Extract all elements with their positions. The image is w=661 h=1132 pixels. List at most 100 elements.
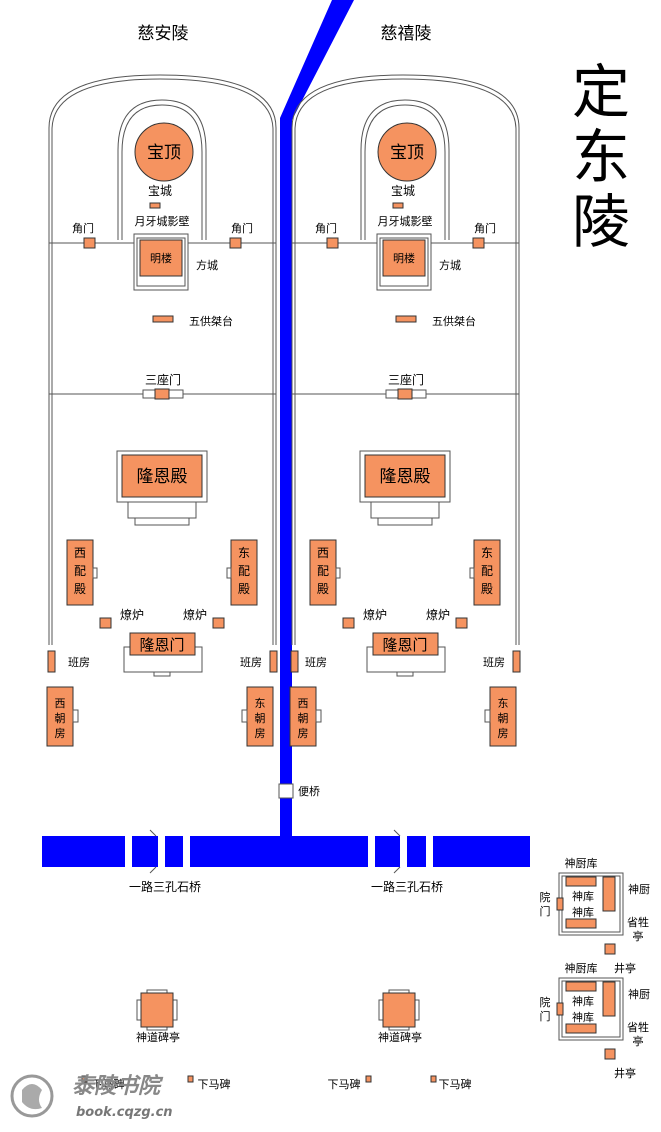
svg-text:东: 东 [481,546,493,560]
svg-text:院: 院 [540,995,551,1009]
wugong-label: 五供桀台 [189,314,233,328]
xipeidian-label-left: 西 配 殿 [74,546,86,596]
sanzuomen-label: 三座门 [145,372,181,387]
bridge-right [368,829,433,874]
yueya-label: 月牙城影壁 [135,214,190,228]
watermark-logo: 泰陵书院 book.cqzg.cn [10,1073,173,1120]
svg-text:配: 配 [74,564,86,578]
svg-text:亭: 亭 [633,929,644,943]
beiting-label-left: 神道碑亭 [136,1030,180,1044]
svg-text:东: 东 [498,697,509,710]
tomb-name-left: 慈安陵 [138,24,189,44]
shenchu-label: 神厨 [628,987,650,1001]
svg-text:朝: 朝 [55,712,66,725]
kitchen-compound-1 [556,872,624,955]
svg-text:亭: 亭 [633,1034,644,1048]
jiaomen-label: 角门 [72,221,94,235]
svg-text:西: 西 [74,546,86,560]
stele-pavilions [81,989,437,1083]
shenku-label: 神库 [572,905,594,919]
sanzuomen-label: 三座门 [388,372,424,387]
svg-text:朝: 朝 [298,712,309,725]
liaolu-label: 燎炉 [120,607,144,622]
svg-text:房: 房 [298,727,309,740]
title-char-3: 陵 [572,188,630,256]
svg-text:省牲: 省牲 [627,915,649,929]
svg-text:殿: 殿 [481,582,493,596]
dongchaofang-label-left: 东 朝 房 [255,697,266,740]
water-channel [42,0,530,867]
svg-text:西: 西 [317,546,329,560]
yuanmen-label-1: 院 门 [540,890,551,918]
xichaofang-label-right: 西 朝 房 [298,697,309,740]
longenmen-label: 隆恩门 [382,636,427,654]
jingting-label: 井亭 [614,1066,636,1080]
xichaofang-label-left: 西 朝 房 [55,697,66,740]
longendian-label: 隆恩殿 [137,467,188,487]
svg-text:门: 门 [540,904,551,918]
tomb-name-right: 慈禧陵 [381,24,432,44]
tomb-right [289,74,521,747]
banfang-label: 班房 [305,656,327,669]
jingting-label: 井亭 [614,961,636,975]
svg-text:殿: 殿 [238,582,250,596]
kitchen-compound-2 [556,977,624,1060]
shenku-label: 神库 [572,1010,594,1024]
xingshengting-label-2: 省牲 亭 [627,1020,649,1048]
svg-text:朝: 朝 [255,712,266,725]
minglou-label: 明楼 [393,251,415,265]
fangcheng-label: 方城 [196,258,218,272]
xipeidian-label-right: 西 配 殿 [317,546,329,596]
banfang-label: 班房 [240,656,262,669]
liaolu-label: 燎炉 [426,607,450,622]
banfang-label: 班房 [68,656,90,669]
svg-text:省牲: 省牲 [627,1020,649,1034]
bridge-left [125,829,190,874]
shenku-label: 神库 [572,994,594,1008]
title-char-1: 定 [572,58,630,126]
jiaomen-label: 角门 [231,221,253,235]
xiamabei-label: 下马碑 [198,1078,231,1091]
shenchu-label: 神厨 [628,882,650,896]
svg-text:房: 房 [55,727,66,740]
liaolu-label: 燎炉 [183,607,207,622]
svg-text:殿: 殿 [317,582,329,596]
longenmen-label: 隆恩门 [139,636,184,654]
baocheng-label: 宝城 [391,184,415,198]
beiting-label-right: 神道碑亭 [378,1030,422,1044]
xiamabei-label: 下马碑 [328,1078,361,1091]
watermark-url: book.cqzg.cn [76,1105,173,1120]
title-char-2: 东 [572,123,630,191]
baocheng-label: 宝城 [148,184,172,198]
baoding-label: 宝顶 [390,143,424,163]
longendian-label: 隆恩殿 [380,467,431,487]
watermark-name: 泰陵书院 [72,1073,164,1099]
jiaomen-label: 角门 [474,221,496,235]
wugong-label: 五供桀台 [432,314,476,328]
jiaomen-label: 角门 [315,221,337,235]
dongchaofang-label-right: 东 朝 房 [498,697,509,740]
fangcheng-label: 方城 [439,258,461,272]
svg-text:配: 配 [481,564,493,578]
dongpeidian-label-right: 东 配 殿 [481,546,493,596]
shenchuku-label: 神厨库 [565,961,598,975]
tomb-left [46,74,278,747]
banfang-label: 班房 [483,656,505,669]
yueya-label: 月牙城影壁 [378,214,433,228]
liaolu-label: 燎炉 [363,607,387,622]
svg-text:东: 东 [255,697,266,710]
svg-text:门: 门 [540,1009,551,1023]
svg-text:配: 配 [317,564,329,578]
svg-text:西: 西 [298,697,309,710]
bianqiao-label: 便桥 [298,785,320,798]
xiamabei-label: 下马碑 [92,1078,125,1091]
shiqiao-label-left: 一路三孔石桥 [129,879,201,894]
baoding-label: 宝顶 [147,143,181,163]
svg-text:东: 东 [238,546,250,560]
svg-text:朝: 朝 [498,712,509,725]
svg-text:殿: 殿 [74,582,86,596]
shiqiao-label-right: 一路三孔石桥 [371,879,443,894]
svg-text:房: 房 [498,727,509,740]
xiamabei-label: 下马碑 [439,1078,472,1091]
svg-text:配: 配 [238,564,250,578]
